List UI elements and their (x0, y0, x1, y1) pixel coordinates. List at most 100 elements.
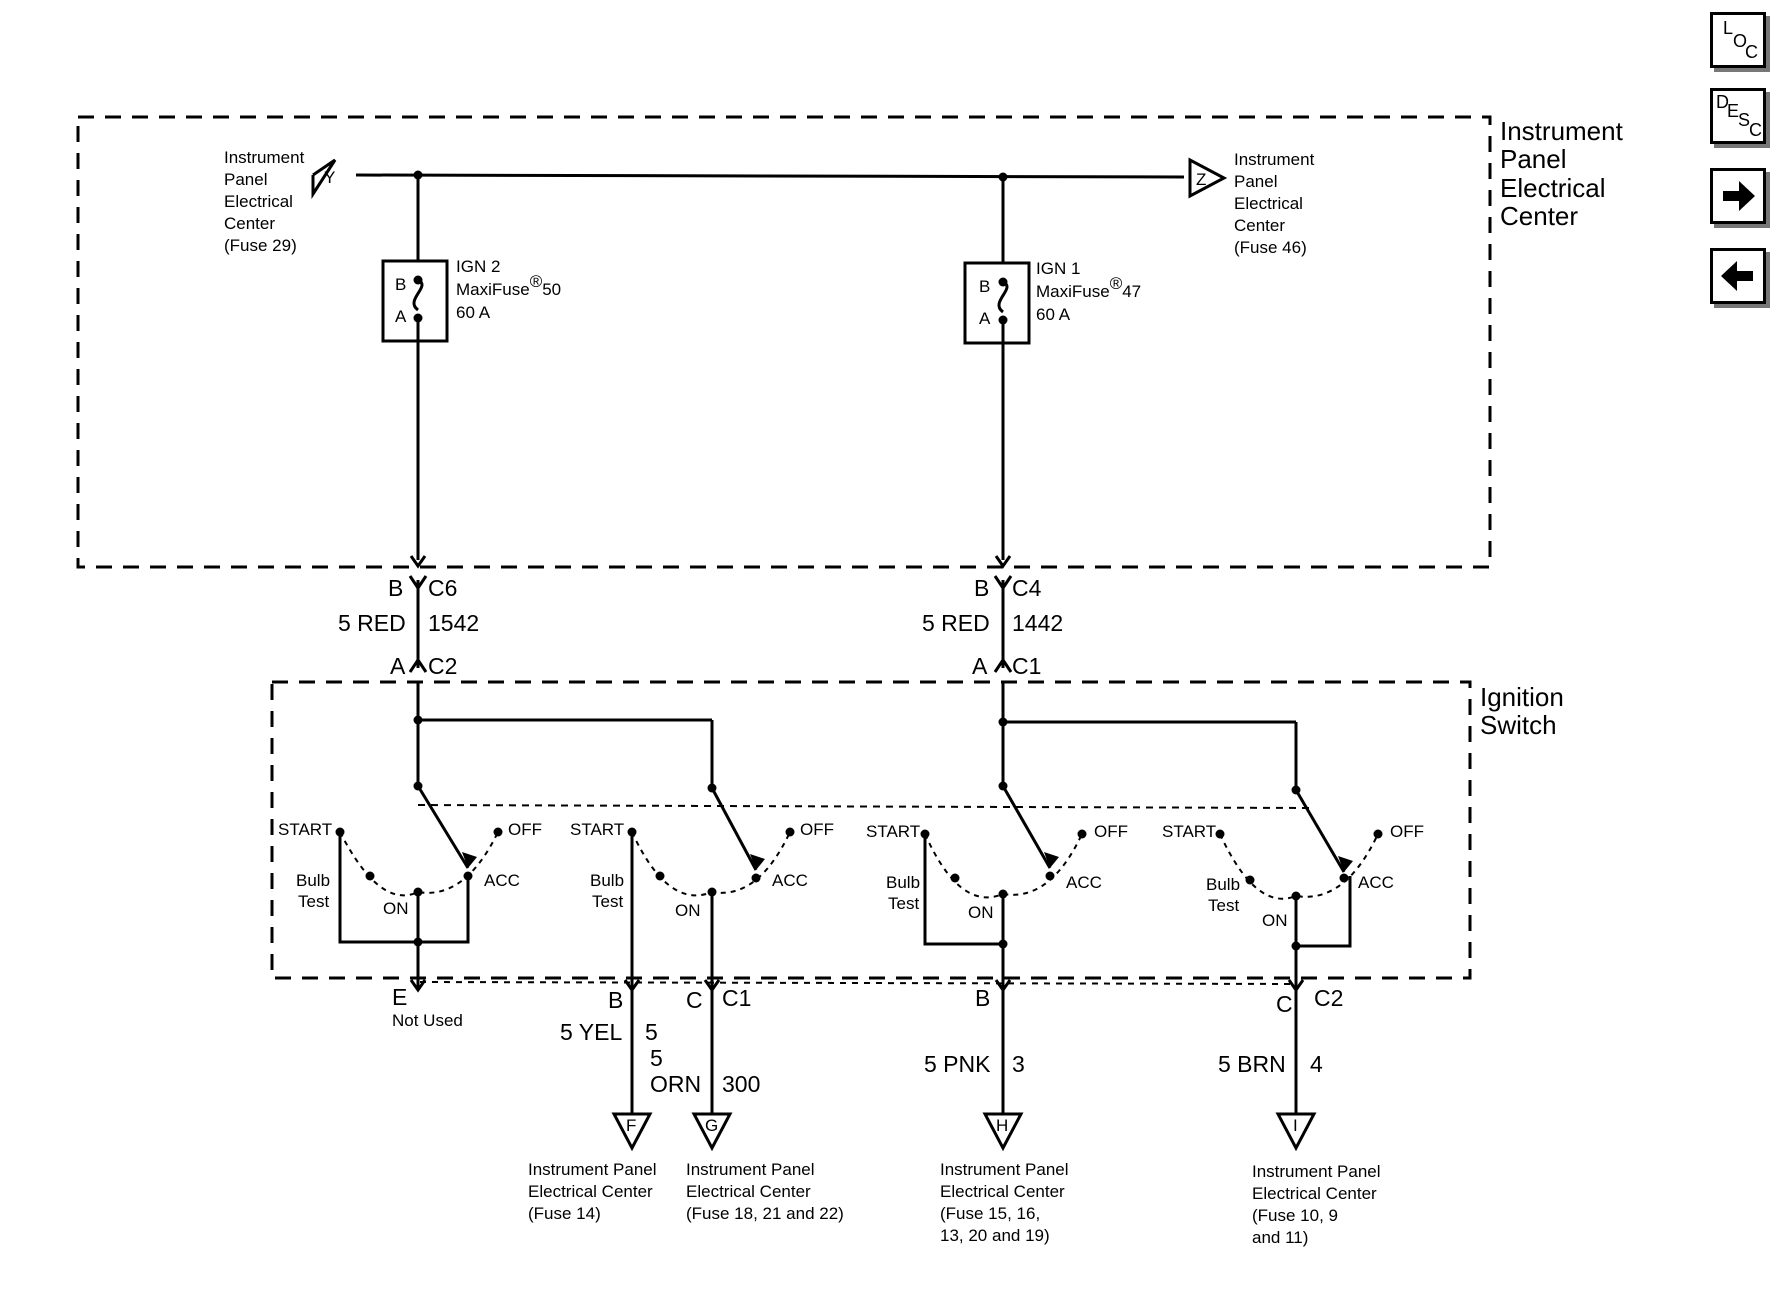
out-b1-pin: B (608, 987, 623, 1013)
fuse-ign2-name: IGN 2 (456, 257, 500, 276)
left-feed-pin-bot: A (390, 653, 406, 679)
fuse-ign2-pin-b: B (395, 275, 406, 294)
right-feed-circuit: 1442 (1012, 610, 1063, 636)
loc-letter-c: C (1745, 42, 1758, 62)
sw2-on: ON (675, 901, 701, 920)
source-y-text-3: Electrical (224, 192, 293, 211)
sw1-test: Test (298, 892, 329, 911)
sw1-bulb: Bulb (296, 871, 330, 890)
dest-g-text-1: Instrument Panel (686, 1160, 815, 1179)
dest-h-text-1: Instrument Panel (940, 1160, 1069, 1179)
sw1-on: ON (383, 899, 409, 918)
left-feed-pin-top: B (388, 575, 403, 601)
source-z-text-5: (Fuse 46) (1234, 238, 1307, 257)
ipec-label-3: Electrical (1500, 173, 1605, 203)
ipec-label-1: Instrument (1500, 116, 1624, 146)
desc-button[interactable]: D E S C (1710, 88, 1766, 144)
back-button[interactable] (1710, 248, 1766, 304)
out-c2-pin: C (1276, 991, 1293, 1017)
out-b2-wire: 5 PNK (924, 1051, 991, 1077)
sw2-test: Test (592, 892, 623, 911)
left-arrow-icon (1721, 261, 1753, 291)
dest-h-text-3: (Fuse 15, 16, (940, 1204, 1040, 1223)
source-z-text-3: Electrical (1234, 194, 1303, 213)
dest-f-letter: F (626, 1116, 636, 1135)
sw4-test: Test (1208, 896, 1239, 915)
dest-i-text-1: Instrument Panel (1252, 1162, 1381, 1181)
ipec-label-2: Panel (1500, 144, 1567, 174)
source-y-text-1: Instrument (224, 148, 305, 167)
sw3-on: ON (968, 903, 994, 922)
desc-letter-c: C (1749, 120, 1762, 140)
dest-i-text-4: and 11) (1252, 1228, 1308, 1247)
fuse-ign1-name: IGN 1 (1036, 259, 1080, 278)
fuse-ign1-pin-a: A (979, 309, 991, 328)
ignition-switch-label-2: Switch (1480, 710, 1557, 740)
out-b1-wire: 5 YEL (560, 1019, 622, 1045)
dest-g-letter: G (705, 1116, 718, 1135)
out-b2-pin: B (975, 985, 990, 1011)
dest-f-text-3: (Fuse 14) (528, 1204, 601, 1223)
sw1-acc: ACC (484, 871, 520, 890)
source-z-letter: Z (1196, 170, 1206, 189)
fuse-ign2-type: MaxiFuse®50 (456, 272, 561, 299)
dest-h-text-2: Electrical Center (940, 1182, 1065, 1201)
out-e-pin: E (392, 984, 407, 1010)
desc-letter-e: E (1727, 101, 1740, 121)
left-feed-conn-top: C6 (428, 575, 457, 601)
right-feed-conn-top: C4 (1012, 575, 1042, 601)
out-c1-circuit: 300 (722, 1071, 760, 1097)
source-z-text-4: Center (1234, 216, 1285, 235)
right-feed-conn-bot: C1 (1012, 653, 1041, 679)
sw1-start: START (278, 820, 332, 839)
out-b2-circuit: 3 (1012, 1051, 1025, 1077)
sw3-test: Test (888, 894, 919, 913)
source-y-letter: Y (324, 168, 335, 187)
dest-g-text-2: Electrical Center (686, 1182, 811, 1201)
dest-i-letter: I (1293, 1116, 1298, 1135)
fuse-ign1-type: MaxiFuse®47 (1036, 274, 1141, 301)
source-y-text-2: Panel (224, 170, 267, 189)
right-arrow-icon (1723, 181, 1755, 211)
out-b1-circuit: 5 (645, 1019, 658, 1045)
out-c1-color: ORN (650, 1071, 701, 1097)
sw3-bulb: Bulb (886, 873, 920, 892)
loc-letter-o: O (1733, 31, 1748, 51)
desc-letter-d: D (1716, 92, 1729, 112)
out-c1-size: 5 (650, 1045, 663, 1071)
out-c2-circuit: 4 (1310, 1051, 1323, 1077)
fuse-ign2-rating: 60 A (456, 303, 491, 322)
right-feed-pin-bot: A (972, 653, 988, 679)
fuse-ign1-rating: 60 A (1036, 305, 1071, 324)
sw4-start: START (1162, 822, 1216, 841)
source-y-text-4: Center (224, 214, 275, 233)
forward-button[interactable] (1710, 168, 1766, 224)
dest-i-text-3: (Fuse 10, 9 (1252, 1206, 1338, 1225)
left-feed-circuit: 1542 (428, 610, 479, 636)
left-feed-conn-bot: C2 (428, 653, 457, 679)
dest-f-text-1: Instrument Panel (528, 1160, 657, 1179)
dest-h-text-4: 13, 20 and 19) (940, 1226, 1050, 1245)
ipec-label-4: Center (1500, 201, 1578, 231)
fuse-ign2-pin-a: A (395, 307, 407, 326)
sw1-off: OFF (508, 820, 542, 839)
source-y-text-5: (Fuse 29) (224, 236, 297, 255)
loc-button[interactable]: L O C (1710, 12, 1766, 68)
ignition-switch-boundary (270, 680, 1472, 980)
right-feed-pin-top: B (974, 575, 989, 601)
sw2-off: OFF (800, 820, 834, 839)
sw3-off: OFF (1094, 822, 1128, 841)
out-c1-pin: C (686, 987, 703, 1013)
ipec-boundary (76, 115, 1492, 569)
sw4-acc: ACC (1358, 873, 1394, 892)
ignition-switch-label-1: Ignition (1480, 682, 1564, 712)
out-c2-conn: C2 (1314, 985, 1343, 1011)
sw4-on: ON (1262, 911, 1288, 930)
out-c1-conn: C1 (722, 985, 751, 1011)
dest-h-letter: H (996, 1116, 1008, 1135)
sw4-bulb: Bulb (1206, 875, 1240, 894)
sw2-bulb: Bulb (590, 871, 624, 890)
dest-g-text-3: (Fuse 18, 21 and 22) (686, 1204, 844, 1223)
fuse-ign1-pin-b: B (979, 277, 990, 296)
